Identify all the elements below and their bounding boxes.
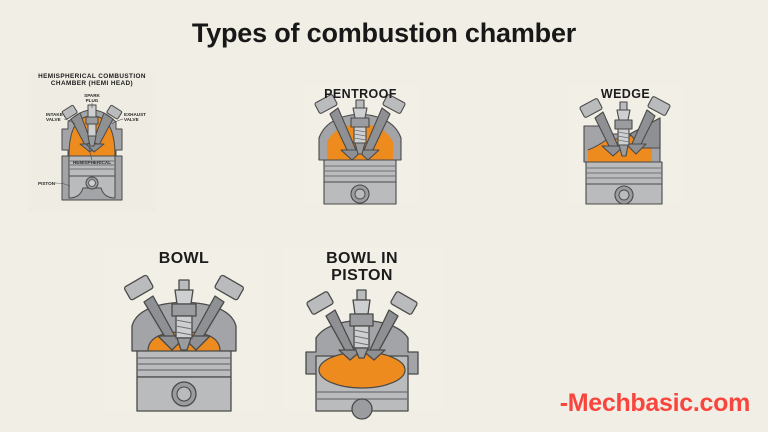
caption-line-1: BOWL IN — [326, 250, 398, 267]
wrist-pin-bore — [618, 189, 630, 201]
wrist-pin-bore — [354, 188, 366, 200]
spark-plug-tip — [87, 135, 97, 147]
label-spark-plug-line1: SPARK — [84, 93, 100, 98]
caption-line-1: WEDGE — [600, 87, 651, 101]
exhaust-valve — [361, 291, 418, 361]
leader-hemispherical — [88, 147, 93, 161]
caption-line-1: BOWL — [158, 250, 210, 267]
bowl-in-piston-diagram — [305, 289, 419, 420]
spark-plug-insulator — [174, 289, 194, 305]
spark-plug-threads — [617, 131, 630, 143]
leader-piston — [54, 182, 71, 187]
exhaust-valve-cap — [214, 274, 244, 301]
spark-plug-threads — [353, 129, 367, 141]
intake-valve-cap — [314, 94, 338, 114]
spark-plug-threads — [175, 319, 193, 336]
figure-bowl-caption: BOWL — [104, 250, 264, 267]
spark-plug-tip — [354, 347, 369, 359]
exhaust-valve-spring-cap — [106, 104, 123, 120]
intake-valve — [579, 98, 625, 157]
spark-plug — [614, 101, 633, 157]
caption-line-2: CHAMBER (HEMI HEAD) — [50, 79, 134, 87]
intake-valve-spring-cap — [61, 104, 78, 120]
spark-plug — [350, 99, 370, 155]
spark-plug-hex — [171, 303, 197, 317]
label-hemispherical: HEMISPHERICAL — [73, 160, 111, 165]
spark-plug — [171, 279, 197, 351]
exhaust-valve — [625, 96, 671, 155]
spark-plug-hex — [350, 117, 370, 128]
spark-plug-hex — [349, 313, 374, 327]
intake-valve — [306, 291, 363, 361]
label-exhaust-valve-line2: VALVE — [124, 117, 139, 122]
figure-bowl: BOWL — [104, 246, 264, 412]
bowl-diagram — [124, 274, 244, 412]
spark-plug-terminal — [619, 101, 628, 111]
page-title: Types of combustion chamber — [191, 18, 577, 48]
hemispherical-callouts: SPARK PLUG INTAKE VALVE EXHAUST VALVE HE… — [38, 93, 146, 187]
caption-line-1: HEMISPHERICAL COMBUSTION — [38, 73, 146, 80]
caption-line-2: PISTON — [331, 267, 393, 285]
intake-valve-cap — [579, 98, 603, 118]
spark-plug-insulator — [616, 109, 631, 121]
piston-crown — [68, 155, 116, 177]
caption-line-1: PENTROOF — [324, 87, 397, 101]
wrist-pin-bore — [88, 179, 96, 187]
figure-bowl-in-piston: BOWL IN PISTON — [282, 246, 442, 420]
spark-plug-terminal — [178, 279, 190, 291]
intake-valve — [314, 94, 364, 161]
label-exhaust-valve-line1: EXHAUST — [124, 112, 146, 117]
wrist-pin — [351, 398, 373, 420]
spark-plug-thread — [87, 123, 97, 137]
figure-wedge: WEDGE — [568, 84, 683, 205]
spark-plug-tip — [354, 142, 366, 155]
exhaust-valve-head — [361, 349, 386, 361]
figure-hemispherical: HEMISPHERICAL COMBUSTION CHAMBER (HEMI H… — [28, 72, 156, 212]
label-intake-valve-line2: VALVE — [46, 117, 61, 122]
exhaust-valve-cap — [647, 96, 671, 116]
spark-plug-insulator — [352, 107, 368, 119]
intake-valve-cap — [306, 291, 334, 315]
spark-plug-hex — [614, 119, 633, 130]
leader-exhaust — [111, 118, 124, 125]
figure-bowl-in-piston-caption: BOWL IN PISTON — [282, 250, 442, 285]
leader-intake — [63, 118, 76, 125]
spark-plug-tip — [618, 144, 629, 157]
figure-wedge-caption: WEDGE — [568, 87, 683, 102]
hemispherical-diagram: SPARK PLUG INTAKE VALVE EXHAUST VALVE HE… — [38, 93, 146, 201]
pentroof-diagram — [314, 94, 406, 205]
spark-plug-hex — [85, 116, 99, 125]
spark-plug — [85, 104, 99, 147]
spark-plug — [349, 289, 374, 359]
spark-plug-threads — [353, 329, 370, 346]
figure-hemispherical-caption: HEMISPHERICAL COMBUSTION CHAMBER (HEMI H… — [28, 73, 156, 88]
label-piston: PISTON — [38, 181, 56, 186]
wrist-pin-bore — [176, 386, 192, 402]
spark-plug-insulator — [352, 299, 371, 315]
spark-plug-tip — [176, 337, 192, 351]
exhaust-valve-cap — [390, 291, 418, 315]
exhaust-valve-cap — [382, 94, 406, 114]
figure-pentroof: PENTROOF — [303, 84, 418, 205]
spark-plug-terminal — [356, 289, 367, 301]
intake-valve-cap — [124, 274, 154, 301]
wedge-diagram — [579, 96, 671, 205]
figure-pentroof-caption: PENTROOF — [303, 87, 418, 102]
label-spark-plug-line2: PLUG — [86, 98, 99, 103]
watermark-mechbasic: -Mechbasic.com — [559, 389, 751, 417]
label-intake-valve-line1: INTAKE — [46, 112, 63, 117]
intake-valve-head — [601, 145, 625, 157]
exhaust-valve — [356, 94, 406, 161]
exhaust-valve-head — [625, 143, 647, 155]
